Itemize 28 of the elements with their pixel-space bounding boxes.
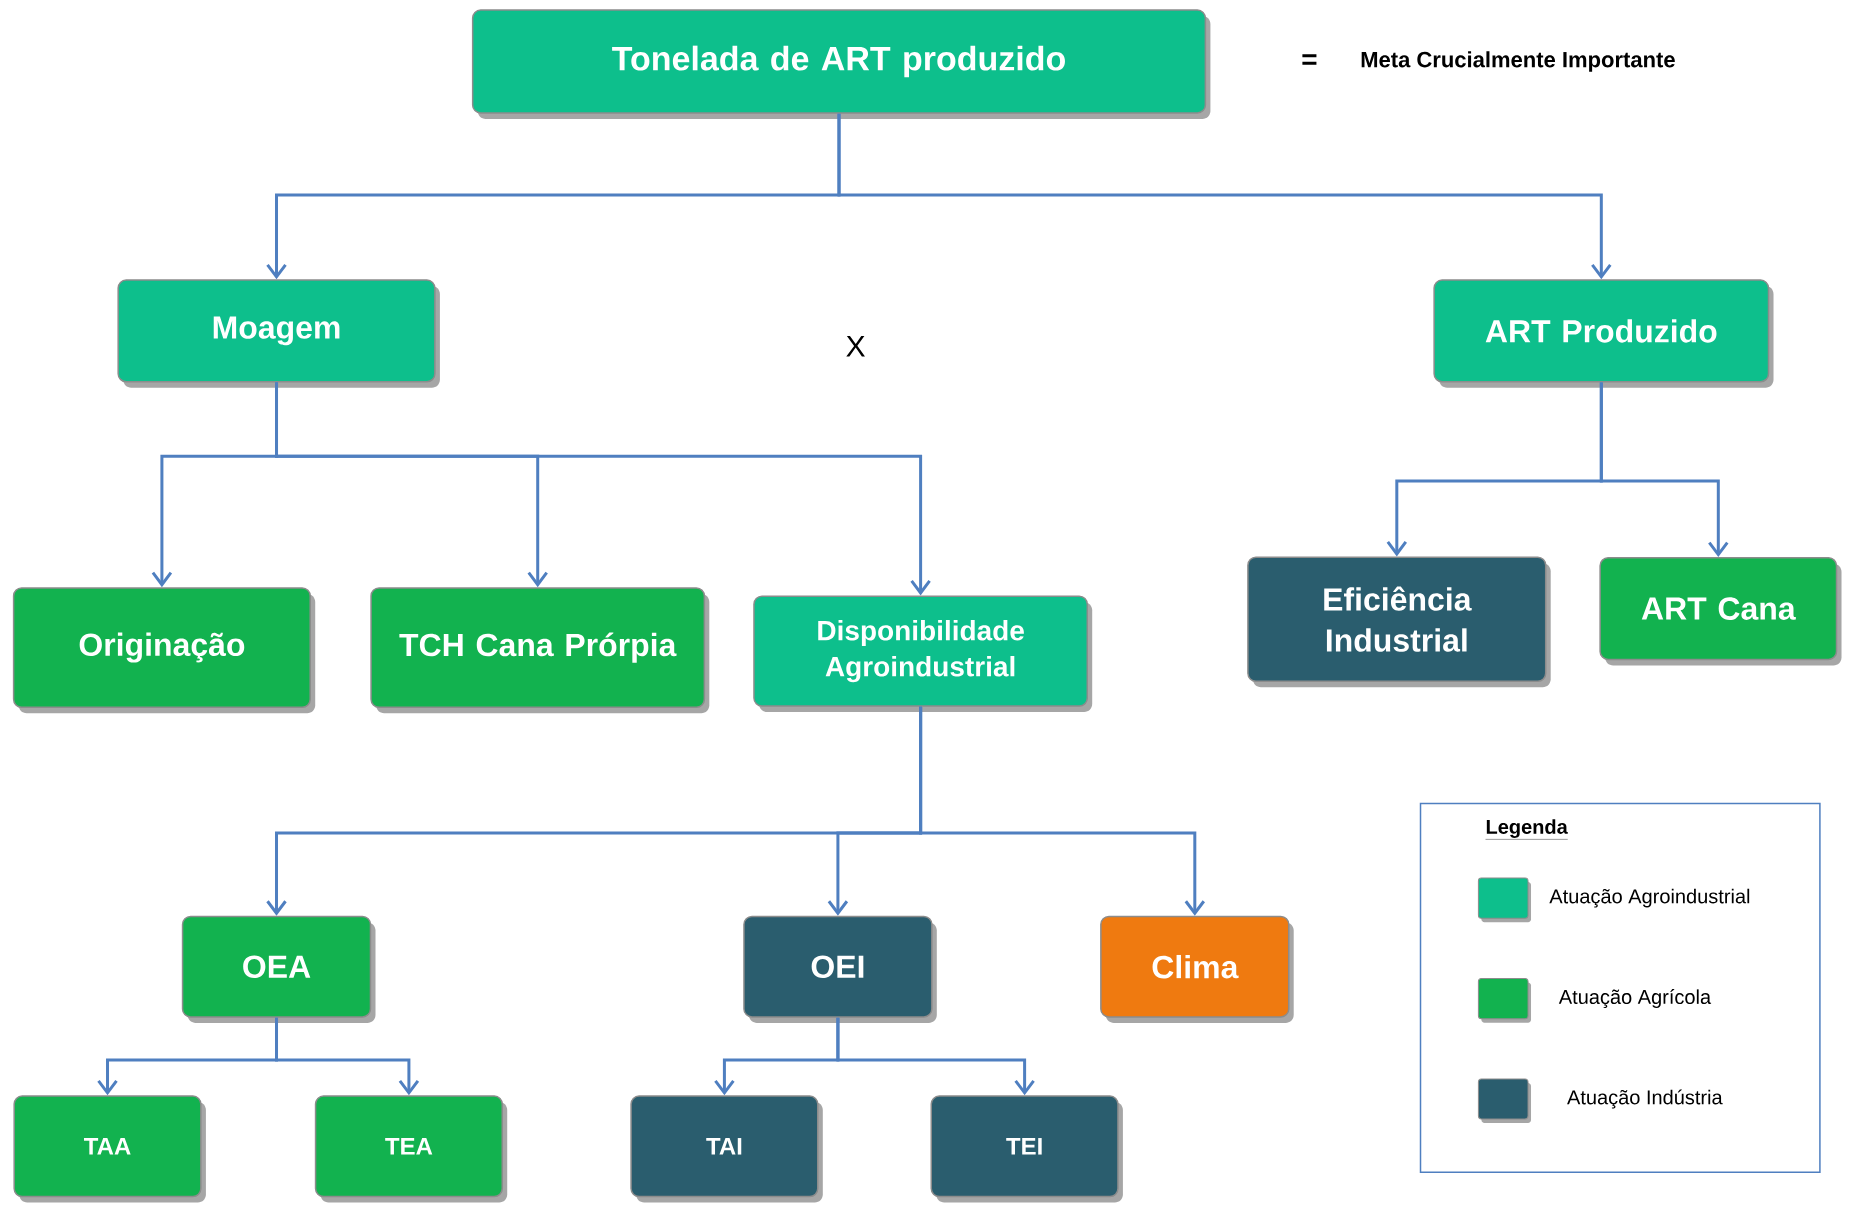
title-text: Meta Crucialmente Importante: [1361, 51, 1675, 72]
process-box: Moagem: [117, 279, 440, 388]
process-box: Originação: [12, 587, 316, 714]
multiplication-sign: X: [846, 336, 865, 357]
legend-label: Atuação Agrícola: [1558, 989, 1712, 1009]
legend-label: Atuação Agroindustrial: [1549, 888, 1750, 908]
process-box: TAI: [630, 1095, 823, 1203]
legend-title: Legenda: [1485, 819, 1568, 840]
process-box: OEA: [181, 915, 376, 1023]
arrow: [836, 1017, 1035, 1096]
arrow: [275, 382, 931, 596]
process-box: TEI: [930, 1095, 1123, 1203]
process-box: OEI: [743, 915, 937, 1023]
process-box: TAA: [13, 1095, 206, 1203]
arrow: [919, 706, 1205, 916]
process-box: Clima: [1100, 915, 1294, 1023]
arrow: [837, 113, 1612, 280]
process-box: Tonelada de ART produzido: [471, 9, 1211, 119]
arrow: [1599, 382, 1729, 558]
arrow: [275, 1017, 420, 1096]
process-box: ART Cana: [1599, 557, 1842, 666]
process-box: TEA: [314, 1095, 508, 1203]
legend-label: Atuação Indústria: [1567, 1089, 1723, 1109]
equals-sign: =: [1302, 54, 1317, 65]
process-box: Eficiência Industrial: [1247, 556, 1551, 688]
process-box: TCH Cana Prórpia: [370, 587, 710, 714]
process-box: ART Produzido: [1433, 279, 1774, 388]
process-box: Disponibilidade Agroindustrial: [753, 595, 1093, 713]
